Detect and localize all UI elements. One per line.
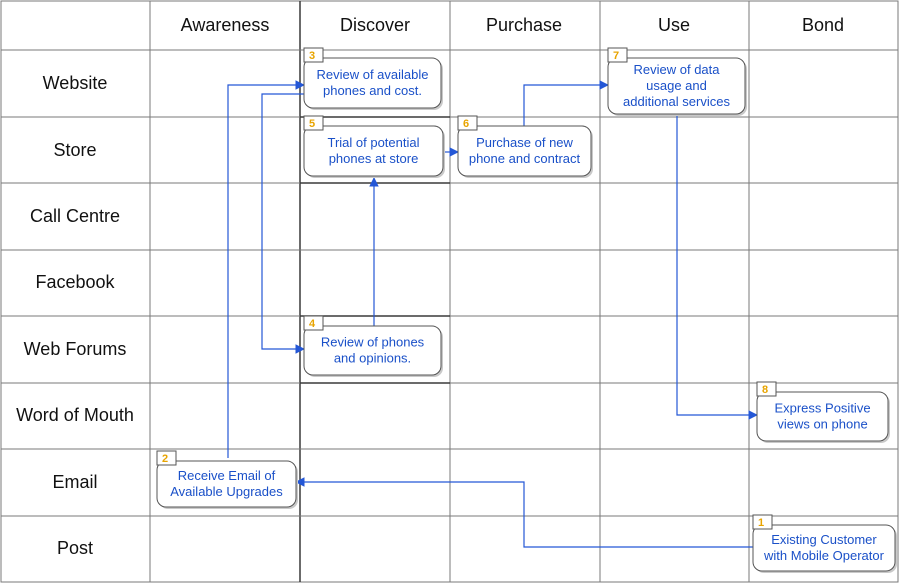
column-header-awareness: Awareness [181,15,270,35]
node-number-tab [303,47,324,63]
node-number-tab [156,450,177,466]
node-text-line: Express Positive [774,401,870,416]
node-number-tab [303,315,324,331]
column-header-purchase: Purchase [486,15,562,35]
node-number: 6 [463,118,469,130]
node-box [457,125,592,177]
connector-1-to-2 [295,477,753,548]
row-label-email: Email [52,472,97,492]
node-text-line: usage and [646,78,707,93]
node-text-line: phones and cost. [323,83,422,98]
node-number: 3 [309,50,315,62]
node-number: 2 [162,453,168,465]
row-label-post: Post [57,538,93,558]
row-labels: Website Store Call Centre Facebook Web F… [16,73,134,558]
node-text-line: Review of available [316,67,428,82]
node-text-line: Trial of potential [327,135,419,150]
connector-7-to-8 [676,113,758,420]
node-number-tab [756,381,777,397]
node-box [303,325,442,376]
node-text-line: Review of phones [321,335,425,350]
row-label-call-centre: Call Centre [30,206,120,226]
node-text-line: Review of data [634,62,721,77]
node-text-line: additional services [623,94,730,109]
node-text-line: views on phone [777,417,867,432]
node-number-tab [752,514,773,530]
node-box [303,57,442,109]
node-text-line: with Mobile Operator [763,548,885,563]
node-text-line: phone and contract [469,151,581,166]
connector-2-to-4 [261,93,305,354]
node-number: 5 [309,118,315,130]
row-label-web-forums: Web Forums [24,339,127,359]
node-text-line: Purchase of new [476,135,573,150]
column-header-bond: Bond [802,15,844,35]
node-box [156,460,297,508]
node-box [752,524,896,572]
node-number-tab [457,115,478,131]
row-label-facebook: Facebook [35,272,115,292]
column-header-discover: Discover [340,15,410,35]
node-text-line: Receive Email of [178,468,276,483]
connector-6-to-7 [523,80,609,126]
row-label-website: Website [43,73,108,93]
node-number-tab [303,115,324,131]
node-number: 4 [309,318,316,330]
node-box [607,57,746,115]
row-label-word-of-mouth: Word of Mouth [16,405,134,425]
column-headers: Awareness Discover Purchase Use Bond [181,15,844,35]
node-text-line: and opinions. [334,351,411,366]
node-number: 8 [762,384,768,396]
node-number: 7 [613,50,619,62]
node-text-line: Available Upgrades [170,484,283,499]
node-box [303,125,444,177]
column-header-use: Use [658,15,690,35]
connectors [227,80,758,548]
connector-2-to-3 [227,80,305,458]
row-label-store: Store [53,140,96,160]
node-number: 1 [758,517,764,529]
node-number-tab [607,47,628,63]
node-text-line: Existing Customer [771,532,877,547]
node-box [756,391,889,442]
node-text-line: phones at store [329,151,419,166]
